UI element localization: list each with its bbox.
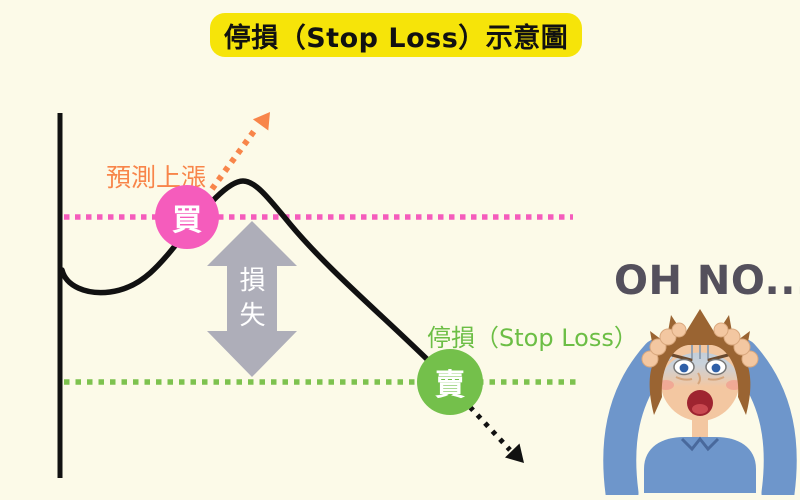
sell-marker: 賣	[417, 349, 483, 415]
predicted-rise-arrow	[209, 112, 270, 191]
right-eyebrow	[707, 353, 730, 362]
hands	[641, 322, 759, 368]
torso	[644, 437, 756, 493]
worry-lines	[691, 343, 709, 359]
page-title: 停損（Stop Loss）示意圖	[223, 22, 569, 54]
distressed-person-illustration	[603, 309, 797, 495]
nose	[697, 372, 701, 385]
tongue	[692, 404, 708, 414]
predicted-rise-arrowhead-icon	[252, 112, 270, 131]
oh-no-text: OH NO...	[614, 258, 800, 304]
collar	[680, 436, 720, 452]
right-hand-finger	[723, 328, 741, 346]
stop-loss-label: 停損（Stop Loss）	[427, 324, 638, 352]
price-drop-arrow-shaft	[468, 405, 512, 452]
left-hand-finger	[659, 328, 677, 346]
loss-label: 損失	[235, 266, 265, 336]
loss-range-arrow	[207, 221, 297, 377]
left-eyebrow	[670, 353, 693, 362]
buy-marker-label: 買	[172, 203, 202, 238]
right-hand-finger	[713, 322, 729, 338]
under-eye-lines	[675, 376, 725, 381]
right-hand-finger	[741, 350, 759, 368]
left-iris	[679, 363, 689, 373]
left-hand-finger	[671, 322, 687, 338]
left-arm	[603, 338, 675, 495]
title-badge: 停損（Stop Loss）示意圖	[210, 13, 582, 57]
left-hand-finger	[641, 350, 659, 368]
price-drop-arrowhead-icon	[505, 443, 524, 463]
price-drop-arrow	[468, 405, 524, 463]
buy-marker: 買	[155, 185, 219, 249]
price-curve	[59, 178, 441, 373]
predicted-rise-arrow-shaft	[209, 125, 260, 191]
right-arm	[725, 338, 797, 495]
sell-marker-label: 賣	[435, 368, 465, 403]
right-iris	[711, 363, 721, 373]
